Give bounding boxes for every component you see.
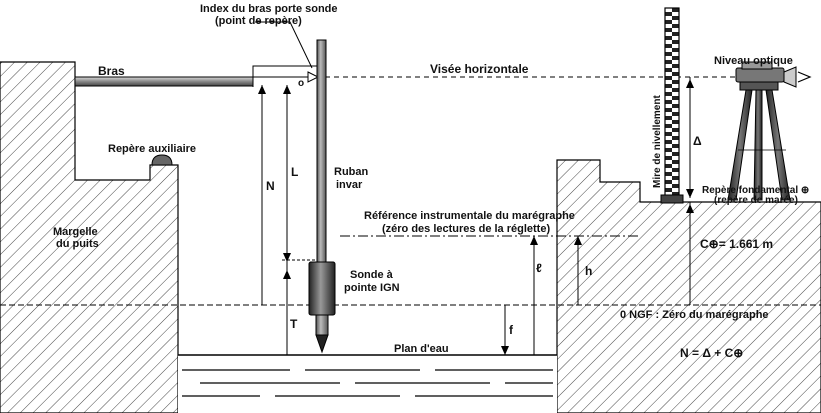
- tripod: [727, 89, 791, 201]
- sonde-neck: [315, 314, 329, 336]
- ruban-label-1: Ruban: [334, 166, 369, 178]
- sonde-label-1: Sonde à: [350, 269, 394, 281]
- t-label: T: [290, 317, 298, 331]
- f-label: f: [509, 323, 514, 337]
- arm: [74, 76, 254, 87]
- index-label-1: Index du bras porte sonde: [200, 3, 338, 15]
- plan-eau-label: Plan d'eau: [394, 343, 449, 355]
- water-ripples: [182, 369, 553, 397]
- repere-fondamental: [660, 194, 684, 204]
- sonde: [308, 261, 336, 316]
- h-label: h: [585, 264, 592, 278]
- ref-label-2: (zéro des lectures de la réglette): [382, 223, 550, 235]
- c-value-label: C⊕= 1.661 m: [700, 237, 773, 251]
- repere-aux-label: Repère auxiliaire: [108, 143, 196, 155]
- ref-label-1: Référence instrumentale du marégraphe: [364, 210, 575, 222]
- niveau-optique: [735, 61, 812, 91]
- index-pointer: [307, 71, 320, 83]
- mire-label: Mire de nivellement: [652, 95, 663, 188]
- ruban-label-2: invar: [336, 179, 363, 191]
- index-leader: [255, 21, 313, 69]
- l-label: L: [291, 165, 298, 179]
- well-water: [178, 355, 557, 413]
- niveau-label: Niveau optique: [714, 55, 793, 67]
- sonde-point: [315, 334, 329, 354]
- repere-fond-label-2: (repère de marée): [714, 195, 798, 206]
- ruban-invar: [316, 39, 327, 263]
- sonde-label-2: pointe IGN: [344, 282, 400, 294]
- repere-fond-label-1: Repère fondamental ⊕: [702, 185, 809, 196]
- n-label: N: [266, 179, 275, 193]
- small-l-label: ℓ: [536, 261, 542, 275]
- index-label-2: (point de repère): [215, 15, 302, 27]
- delta-label: Δ: [693, 134, 702, 148]
- visee-label: Visée horizontale: [430, 62, 529, 76]
- formula-label: N = Δ + C⊕: [680, 346, 743, 360]
- o-label: o: [298, 78, 304, 89]
- zero-ngf-label: 0 NGF : Zéro du marégraphe: [620, 309, 769, 321]
- mire-nivellement: [664, 7, 680, 199]
- bras-label: Bras: [98, 64, 125, 78]
- margelle-label-1: Margelle: [53, 226, 98, 238]
- margelle-label-2: du puits: [56, 238, 99, 250]
- repere-auxiliaire: [151, 154, 173, 166]
